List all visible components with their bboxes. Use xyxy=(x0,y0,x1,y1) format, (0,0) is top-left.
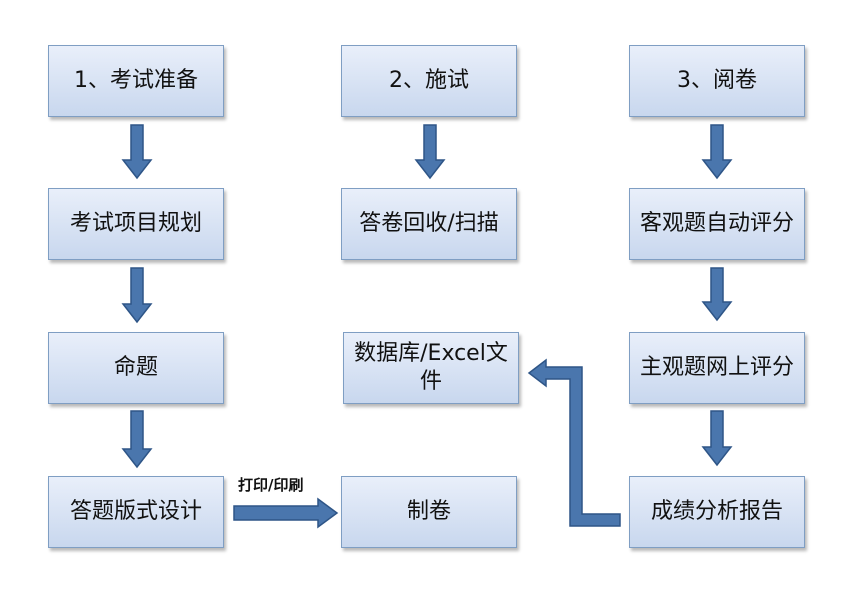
subjective-online-grading-label: 主观题网上评分 xyxy=(639,355,794,380)
collect-scan-box: 答卷回收/扫描 xyxy=(341,188,517,260)
arrow-elbow-report-to-db xyxy=(527,358,621,527)
paper-production-label: 制卷 xyxy=(406,499,451,524)
arrow-down-1a xyxy=(121,124,153,180)
exam-admin-title: 2、施试 xyxy=(389,68,469,93)
objective-auto-grading-label: 客观题自动评分 xyxy=(639,211,794,236)
score-analysis-report-box: 成绩分析报告 xyxy=(629,476,805,548)
arrow-down-3b xyxy=(701,267,733,322)
arrow-down-2a xyxy=(414,124,446,180)
arrow-down-1c xyxy=(121,410,153,469)
exam-planning-box: 考试项目规划 xyxy=(48,188,224,260)
exam-prep-title-box: 1、考试准备 xyxy=(48,45,224,117)
score-analysis-report-label: 成绩分析报告 xyxy=(650,499,783,524)
answer-sheet-design-box: 答题版式设计 xyxy=(48,476,224,548)
grading-title: 3、阅卷 xyxy=(677,68,757,93)
database-file-box: 数据库/Excel文件 xyxy=(343,332,519,404)
answer-sheet-design-label: 答题版式设计 xyxy=(69,499,202,524)
arrow-down-1b xyxy=(121,267,153,324)
exam-planning-label: 考试项目规划 xyxy=(69,211,202,236)
arrow-down-3c xyxy=(701,410,733,467)
paper-production-box: 制卷 xyxy=(341,476,517,548)
print-connector-label: 打印/印刷 xyxy=(238,476,304,494)
collect-scan-label: 答卷回收/扫描 xyxy=(359,211,499,236)
exam-prep-title: 1、考试准备 xyxy=(74,68,198,93)
subjective-online-grading-box: 主观题网上评分 xyxy=(629,332,805,404)
question-writing-label: 命题 xyxy=(113,355,158,380)
question-writing-box: 命题 xyxy=(48,332,224,404)
arrow-down-3a xyxy=(701,124,733,180)
exam-admin-title-box: 2、施试 xyxy=(341,45,517,117)
objective-auto-grading-box: 客观题自动评分 xyxy=(629,188,805,260)
grading-title-box: 3、阅卷 xyxy=(629,45,805,117)
arrow-right-print xyxy=(233,497,339,529)
database-file-label: 数据库/Excel文件 xyxy=(354,341,508,394)
